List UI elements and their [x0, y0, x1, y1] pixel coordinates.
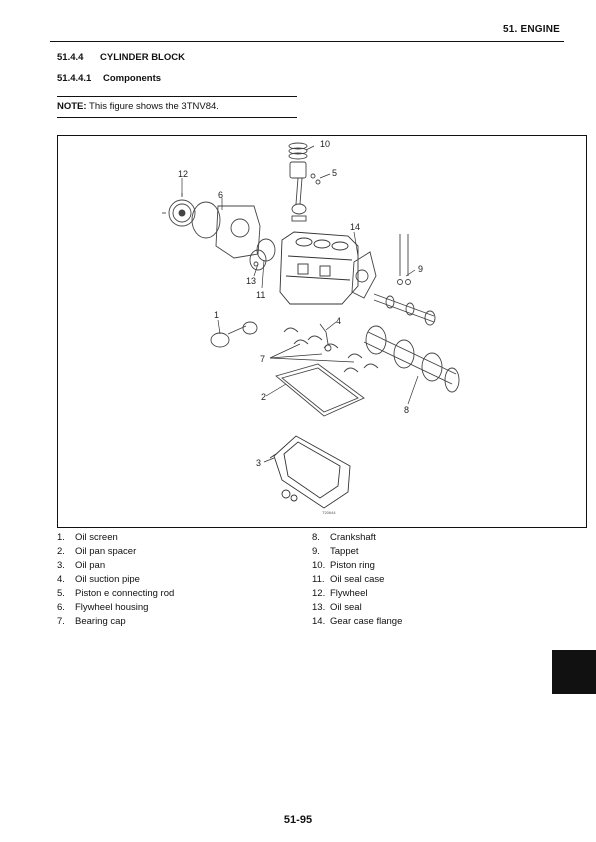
legend-item: 3. Oil pan [57, 559, 174, 573]
piston-ring-drawing [288, 142, 308, 160]
section-heading: 51.4.4 CYLINDER BLOCK [57, 52, 185, 63]
legend-label: Flywheel [330, 588, 368, 599]
legend-item: 6. Flywheel housing [57, 601, 174, 615]
oil-pan-spacer-drawing [275, 363, 365, 417]
legend-label: Gear case flange [330, 616, 403, 627]
subsection-number: 51.4.4.1 [57, 73, 92, 84]
legend-number: 13. [312, 602, 326, 613]
legend-item: 10. Piston ring [312, 559, 402, 573]
legend-item: 9. Tappet [312, 545, 402, 559]
camshaft-drawing [373, 293, 436, 326]
note-bottom-rule [57, 117, 297, 118]
oil-pan-drawing [269, 435, 351, 509]
header-rule [50, 41, 564, 42]
chapter-thumb-tab [552, 650, 596, 694]
legend-label: Piston ring [330, 560, 375, 571]
callout-4: 4 [336, 316, 341, 326]
note-top-rule [57, 96, 297, 97]
callout-2: 2 [261, 392, 266, 402]
flywheel-housing-drawing [191, 201, 261, 259]
callout-9: 9 [418, 264, 423, 274]
legend-number: 8. [312, 532, 320, 543]
subsection-heading: 51.4.4.1 Components [57, 73, 161, 84]
callout-10: 10 [320, 139, 330, 149]
legend-number: 3. [57, 560, 65, 571]
note-text: This figure shows the 3TNV84. [89, 101, 219, 112]
legend-item: 7. Bearing cap [57, 615, 174, 629]
legend-number: 14. [312, 616, 326, 627]
legend-label: Bearing cap [75, 616, 126, 627]
section-number: 51.4.4 [57, 52, 84, 63]
callout-6: 6 [218, 190, 223, 200]
callout-5: 5 [332, 168, 337, 178]
legend-item: 13. Oil seal [312, 601, 402, 615]
legend-label: Oil pan spacer [75, 546, 137, 557]
legend-label: Flywheel housing [75, 602, 149, 613]
legend-number: 5. [57, 588, 65, 599]
oil-screen-drawing [210, 321, 258, 348]
callout-12: 12 [178, 169, 188, 179]
callout-7: 7 [260, 354, 265, 364]
legend-label: Oil pan [75, 560, 106, 571]
legend-number: 6. [57, 602, 65, 613]
legend-number: 11. [312, 574, 325, 585]
legend-item: 5. Piston e connecting rod [57, 587, 174, 601]
legend-number: 9. [312, 546, 320, 557]
legend-label: Tappet [330, 546, 359, 557]
crankshaft-drawing [363, 325, 460, 393]
gear-case-flange-drawing [351, 251, 377, 299]
legend-number: 7. [57, 616, 65, 627]
callout-1: 1 [214, 310, 219, 320]
legend-label: Piston e connecting rod [75, 588, 175, 599]
legend-right-column: 8. Crankshaft 9. Tappet 10. Piston ring 11.… [312, 531, 402, 629]
figure-code: T20644 [322, 510, 336, 515]
legend-item: 4. Oil suction pipe [57, 573, 174, 587]
legend-label: Crankshaft [330, 532, 376, 543]
legend-item: 14. Gear case flange [312, 615, 402, 629]
exploded-view-figure: 10 5 12 6 14 9 13 11 1 4 7 8 2 3 T20644 [57, 135, 587, 528]
callout-14: 14 [350, 222, 360, 232]
flywheel-drawing [162, 193, 196, 227]
legend-item: 2. Oil pan spacer [57, 545, 174, 559]
subsection-title: Components [103, 73, 162, 84]
oil-seal-drawing [249, 238, 276, 271]
section-title: CYLINDER BLOCK [100, 52, 185, 63]
legend-item: 11. Oil seal case [312, 573, 402, 587]
legend-number: 4. [57, 574, 65, 585]
legend-number: 12. [312, 588, 326, 599]
callout-11: 11 [256, 290, 265, 300]
legend-label: Oil suction pipe [75, 574, 140, 585]
legend-number: 2. [57, 546, 65, 557]
callout-13: 13 [246, 276, 256, 286]
page-number: 51-95 [283, 814, 313, 826]
legend-number: 1. [57, 532, 65, 543]
legend-label: Oil seal case [330, 574, 385, 585]
bearing-cap-drawing [283, 327, 379, 373]
legend-item: 8. Crankshaft [312, 531, 402, 545]
running-header: 51. ENGINE [502, 24, 560, 35]
note: NOTE: This figure shows the 3TNV84. [57, 101, 219, 112]
oil-suction-pipe-drawing [319, 323, 332, 352]
legend-number: 10. [312, 560, 326, 571]
piston-connecting-rod-drawing [289, 161, 321, 222]
tappet-drawing [397, 234, 411, 285]
legend-left-column: 1. Oil screen 2. Oil pan spacer 3. Oil pan … [57, 531, 174, 629]
legend-item: 1. Oil screen [57, 531, 174, 545]
callout-3: 3 [256, 458, 261, 468]
callout-8: 8 [404, 405, 409, 415]
engine-exploded-drawing: 10 5 12 6 14 9 13 11 1 4 7 8 2 3 T20644 [162, 139, 460, 515]
leader-lines [181, 145, 419, 463]
note-label: NOTE: [57, 101, 87, 112]
cylinder-block-drawing [279, 231, 359, 305]
legend-label: Oil screen [75, 532, 118, 543]
legend-item: 12. Flywheel [312, 587, 402, 601]
legend-label: Oil seal [330, 602, 362, 613]
